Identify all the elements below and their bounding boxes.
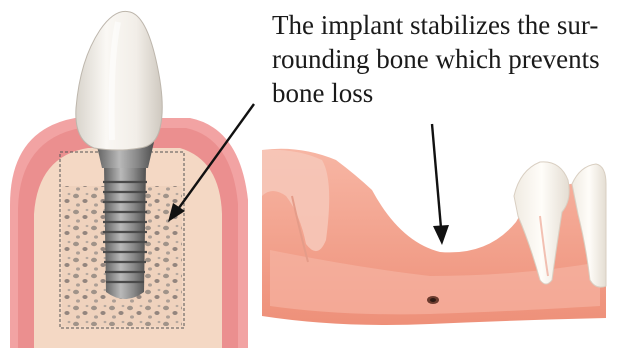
caption: The implant stabilizes the sur- rounding… xyxy=(272,8,638,110)
implant-illustration xyxy=(10,11,248,348)
implant-screw xyxy=(103,166,147,299)
caption-line-2: rounding bone which prevents xyxy=(272,42,638,76)
edentulous-jaw-illustration xyxy=(262,149,606,325)
arrow-to-jaw xyxy=(432,124,449,245)
caption-line-1: The implant stabilizes the sur- xyxy=(272,8,638,42)
caption-line-3: bone loss xyxy=(272,76,638,110)
